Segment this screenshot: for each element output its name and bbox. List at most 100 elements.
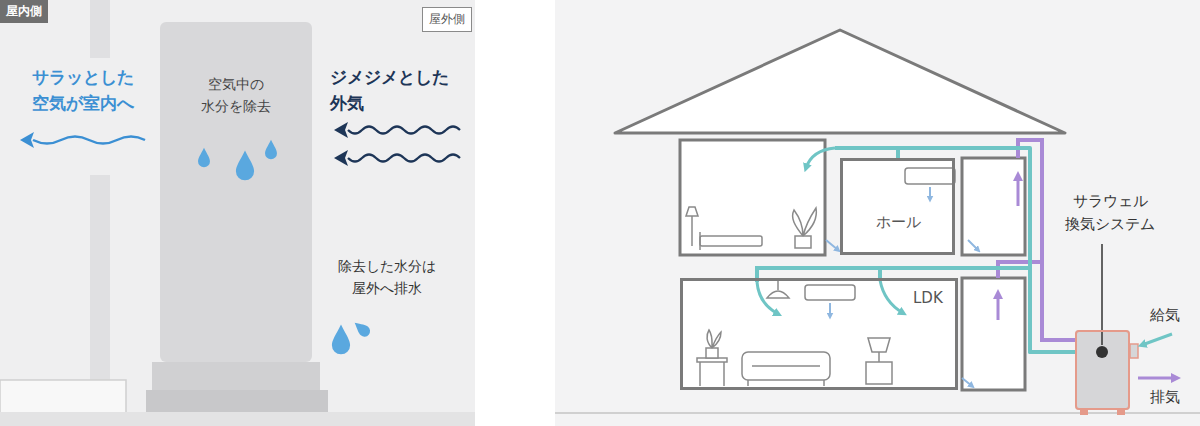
leader-line	[1101, 244, 1103, 345]
duct-connector	[898, 148, 1075, 352]
ground	[0, 412, 475, 426]
water-drops	[351, 319, 372, 339]
furniture	[795, 236, 811, 248]
duct-connector	[880, 268, 1075, 352]
furniture	[747, 380, 749, 386]
furniture	[691, 216, 693, 246]
node-text: 空気中の 水分を除去	[201, 74, 271, 117]
humid-air-arrow	[348, 155, 460, 162]
room-box: LDK	[680, 278, 958, 390]
water-drops	[332, 324, 350, 354]
ventilation-unit	[1096, 346, 1108, 358]
supply-arrow	[1142, 334, 1172, 345]
supply-duct	[757, 268, 880, 282]
right-panel	[555, 0, 1200, 426]
humid-air-arrow	[334, 150, 348, 166]
air-outlets	[929, 187, 931, 199]
room-walls	[962, 278, 1025, 390]
side-tag: 屋内側	[0, 0, 48, 23]
water-drops	[198, 140, 372, 354]
note-text: 除去した水分は 屋外へ排水	[338, 256, 436, 299]
ventilation-unit	[1075, 244, 1138, 415]
exhaust-duct	[1018, 140, 1075, 340]
furniture	[752, 365, 820, 367]
furniture	[868, 338, 890, 352]
furniture	[742, 352, 830, 380]
node-text: LDK	[913, 287, 943, 310]
node-text: 屋内側	[6, 2, 42, 21]
unit-base	[152, 362, 320, 390]
flow-caption: ジメジメとした 外気	[330, 64, 449, 117]
furniture	[866, 362, 892, 384]
air-outlets	[962, 378, 972, 386]
ground-line	[555, 412, 1200, 414]
exhaust-arrow	[1138, 378, 1176, 379]
dry-air-arrow	[33, 137, 145, 144]
air-outlets	[826, 240, 838, 250]
furniture	[793, 208, 817, 236]
exhaust-label: 排気	[1150, 386, 1180, 409]
air-outlets	[968, 240, 978, 250]
air-outlets	[829, 303, 831, 316]
dry-air-arrow	[20, 132, 145, 148]
water-drops	[236, 150, 254, 180]
furniture	[706, 348, 718, 358]
water-drops	[198, 148, 210, 168]
room-walls	[962, 158, 1025, 255]
furniture	[823, 380, 825, 386]
furniture	[707, 330, 721, 348]
supply-duct	[757, 148, 903, 314]
ventilation-unit	[1080, 410, 1088, 415]
roof	[615, 30, 1065, 133]
supply-duct	[757, 282, 778, 314]
node-text: 屋外側	[429, 10, 465, 29]
wall-pillar	[90, 175, 110, 385]
room-fills	[680, 278, 958, 390]
furniture	[699, 232, 701, 250]
room-walls	[680, 140, 825, 255]
exhaust-duct	[998, 140, 1075, 340]
furniture	[805, 285, 855, 300]
furniture	[699, 362, 701, 386]
furniture	[686, 168, 955, 386]
furniture	[777, 278, 779, 290]
ventilation-unit	[1130, 344, 1138, 358]
dehumidifier-box: 空気中の 水分を除去	[160, 22, 312, 362]
right-panel	[555, 0, 1200, 426]
dehumidifier-unit	[160, 22, 312, 362]
water-drops	[265, 140, 277, 160]
humid-air-arrow	[334, 122, 460, 166]
furniture	[878, 352, 880, 362]
left-panel	[0, 0, 475, 426]
exhaust-duct	[997, 294, 1000, 320]
furniture	[686, 207, 698, 216]
dry-air-arrow	[20, 132, 34, 148]
flow-caption: サラッとした 空気が室内へ	[32, 64, 134, 117]
exhaust-arrow	[1138, 377, 1176, 380]
room-box: ホール	[840, 158, 955, 255]
furniture	[700, 236, 762, 246]
left-panel	[0, 0, 475, 426]
node-text: ホール	[876, 211, 921, 234]
furniture	[905, 168, 955, 184]
room-walls	[680, 140, 1025, 390]
room-fills	[840, 158, 955, 255]
supply-label: 給気	[1150, 304, 1180, 327]
supply-duct	[806, 148, 835, 168]
exhaust-duct	[1017, 176, 1020, 206]
floor-step	[0, 380, 126, 413]
supply-duct	[835, 146, 898, 150]
humid-air-arrow	[348, 127, 460, 134]
side-tag: 屋外側	[422, 7, 472, 32]
wall-pillar	[90, 0, 110, 58]
furniture	[767, 291, 789, 298]
unit-base	[146, 390, 328, 412]
air-outlets	[826, 187, 978, 386]
supply-duct	[880, 280, 903, 313]
furniture	[723, 362, 725, 386]
